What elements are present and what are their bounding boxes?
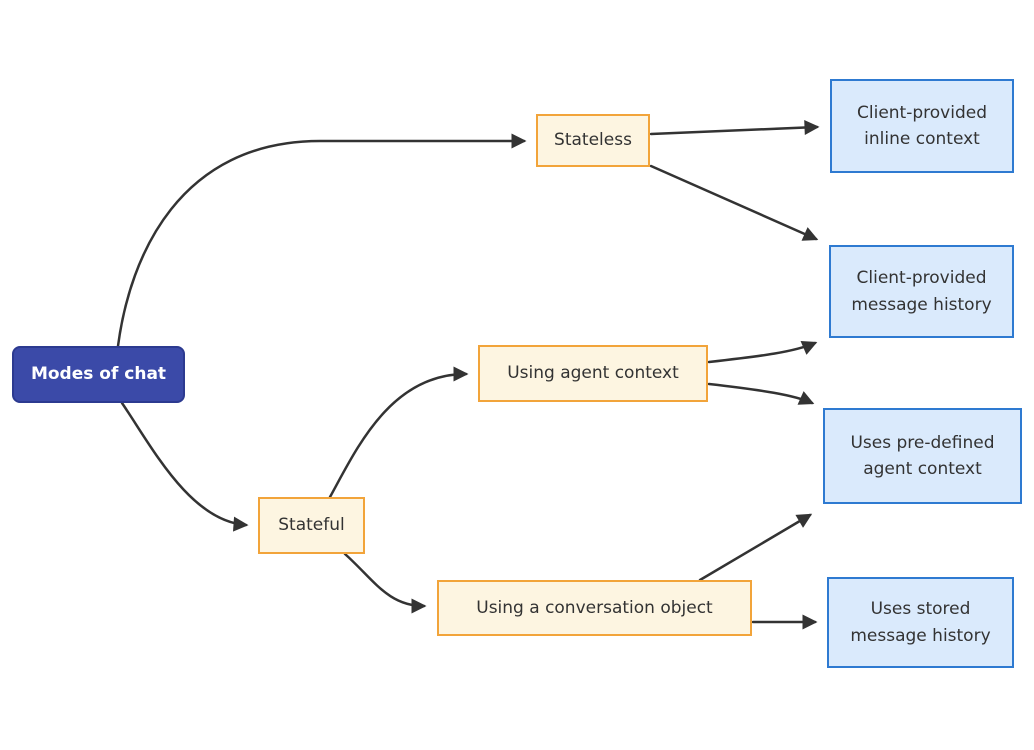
- node-stateful: Stateful: [258, 497, 365, 554]
- edge-stateful-to-agent-context: [328, 366, 469, 499]
- edge-agent-context-to-message-history: [707, 341, 818, 364]
- node-using-agent-context-label: Using agent context: [507, 363, 679, 384]
- edge-agent-context-to-predefined-context: [707, 382, 815, 405]
- edge-stateful-to-conversation-object: [343, 552, 427, 614]
- node-modes-of-chat-label: Modes of chat: [30, 364, 167, 385]
- node-using-conversation-object: Using a conversation object: [437, 580, 752, 636]
- node-uses-predefined-agent-context: Uses pre-defined agent context: [823, 408, 1022, 504]
- node-uses-predefined-agent-context-label: Uses pre-defined agent context: [850, 432, 995, 479]
- node-stateful-label: Stateful: [278, 515, 345, 536]
- node-client-message-history: Client-provided message history: [829, 245, 1014, 338]
- node-client-message-history-label: Client-provided message history: [851, 268, 992, 315]
- node-using-agent-context: Using agent context: [478, 345, 708, 402]
- edge-stateless-to-message-history: [649, 164, 819, 241]
- node-uses-stored-message-history-label: Uses stored message history: [850, 599, 991, 646]
- node-stateless: Stateless: [536, 114, 650, 167]
- node-using-conversation-object-label: Using a conversation object: [476, 597, 713, 618]
- edge-stateless-to-inline-context: [649, 120, 820, 136]
- node-modes-of-chat: Modes of chat: [12, 346, 185, 403]
- edge-modes-to-stateless: [116, 133, 527, 348]
- edge-modes-to-stateful: [120, 401, 249, 532]
- node-client-inline-context: Client-provided inline context: [830, 79, 1014, 173]
- node-uses-stored-message-history: Uses stored message history: [827, 577, 1014, 668]
- edge-conversation-object-to-predefined-context: [698, 513, 813, 582]
- node-stateless-label: Stateless: [554, 130, 632, 151]
- node-client-inline-context-label: Client-provided inline context: [857, 102, 987, 149]
